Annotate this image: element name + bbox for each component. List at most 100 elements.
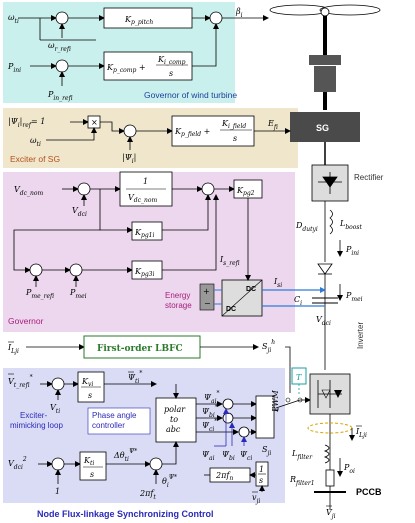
svg-text:Vdc_nom: Vdc_nom <box>14 185 43 197</box>
svg-text:|Ψi|ref= 1: |Ψi|ref= 1 <box>8 117 45 129</box>
svg-text:Ci: Ci <box>294 295 302 307</box>
svg-text:Poi: Poi <box>343 463 355 475</box>
svg-text:Is_refi: Is_refi <box>219 255 240 267</box>
svg-text:Kp_field +: Kp_field + <box>174 127 210 138</box>
svg-text:Vdci2: Vdci2 <box>8 456 27 471</box>
svg-text:PWM: PWM <box>271 389 280 413</box>
svg-text:θiΨ*: θiΨ* <box>162 474 177 489</box>
svg-text:Pini: Pini <box>345 245 359 257</box>
svg-text:Inverter: Inverter <box>356 322 365 349</box>
svg-text:Ψai: Ψai <box>202 450 215 462</box>
svg-text:storage: storage <box>165 301 192 310</box>
kp-field-block <box>171 115 255 147</box>
svg-text:Vti: Vti <box>50 403 60 415</box>
svg-text:mimicking loop: mimicking loop <box>10 421 63 430</box>
kti-block <box>79 451 107 481</box>
svg-text:Ψai*: Ψai* <box>204 390 220 405</box>
svg-text:2πfn: 2πfn <box>215 471 233 482</box>
omega-ti-label: ωti <box>8 13 19 25</box>
svg-text:1: 1 <box>55 487 60 496</box>
svg-text:Rfilter1: Rfilter1 <box>289 475 315 487</box>
svg-text:Pme_refi: Pme_refi <box>25 288 54 300</box>
svg-text:Kvi: Kvi <box>81 377 93 388</box>
exciter-label: Exciter of SG <box>10 154 60 164</box>
svg-text:Vdci: Vdci <box>72 206 87 218</box>
wind-governor-label: Governor of wind turbine <box>144 90 237 100</box>
svg-text:s: s <box>90 470 94 479</box>
nfsc: Vt_refi* Vti Kvi s Ψti* Exciter- mimicki… <box>8 370 280 505</box>
svg-text:Sjih: Sjih <box>262 339 275 354</box>
svg-text:controller: controller <box>92 421 125 430</box>
svg-text:vji: vji <box>252 493 260 505</box>
svg-text:Pmei: Pmei <box>69 288 87 300</box>
svg-text:Lfilter: Lfilter <box>291 449 313 461</box>
svg-text:Kpg3i: Kpg3i <box>134 267 154 278</box>
svg-text:Vdci: Vdci <box>316 315 331 327</box>
svg-text:Kti: Kti <box>83 456 94 467</box>
svg-text:Lboost: Lboost <box>339 219 362 231</box>
svg-text:|Ψi|: |Ψi| <box>122 153 136 165</box>
svg-text:×: × <box>91 118 98 127</box>
svg-text:1: 1 <box>143 177 148 186</box>
svg-text:−: − <box>204 299 211 308</box>
svg-text:DC: DC <box>226 306 236 313</box>
svg-text:to: to <box>170 415 178 424</box>
svg-text:ILji: ILji <box>355 427 367 439</box>
svg-text:Ψci: Ψci <box>240 450 252 462</box>
sg-block <box>290 112 360 142</box>
svg-text:Exciter-: Exciter- <box>20 411 47 420</box>
rectifier: Rectifier Ddutyi Lboost Pini Pmei Ci Vdc… <box>294 142 384 370</box>
svg-text:ΔθtiΨ*: ΔθtiΨ* <box>113 448 137 463</box>
wind-turbine: SG <box>269 4 381 142</box>
svg-text:2πft: 2πft <box>139 489 156 501</box>
svg-text:PCCB: PCCB <box>356 487 382 497</box>
svg-text:Ki_comp: Ki_comp <box>157 55 186 66</box>
svg-text:Vt_refi*: Vt_refi* <box>8 374 33 389</box>
svg-text:Phase angle: Phase angle <box>92 411 137 420</box>
svg-text:Energy: Energy <box>165 291 190 300</box>
svg-text:Sji: Sji <box>262 445 271 457</box>
beta-label: βi <box>235 7 243 19</box>
svg-text:s: s <box>233 134 237 143</box>
svg-text:abc: abc <box>166 425 181 434</box>
svg-text:Ψbi*: Ψbi* <box>202 404 218 419</box>
kp-comp-block <box>103 51 193 81</box>
svg-text:Ψbi: Ψbi <box>222 450 235 462</box>
sum-junction <box>55 11 69 25</box>
svg-text:Kp_comp +: Kp_comp + <box>106 63 146 74</box>
svg-text:ωti: ωti <box>30 136 41 148</box>
nfsc-label: Node Flux-linkage Synchronizing Control <box>37 509 214 519</box>
svg-text:Vji: Vji <box>326 508 336 520</box>
svg-text:polar: polar <box>164 405 186 414</box>
polar-to-abc-block <box>155 397 197 443</box>
omega-r-refi-label: ωr_refi <box>48 41 71 53</box>
svg-text:s: s <box>88 391 92 400</box>
svg-text:SG: SG <box>316 123 329 133</box>
svg-text:ILji: ILji <box>7 343 19 355</box>
sum-junction-pitch <box>209 11 223 25</box>
svg-text:Efi: Efi <box>267 119 278 131</box>
svg-text:T: T <box>296 373 302 382</box>
svg-text:Ki_field: Ki_field <box>221 119 246 130</box>
t-block: T <box>275 367 311 409</box>
svg-text:Ddutyi: Ddutyi <box>295 221 318 233</box>
inverter: ILji Lfilter Rfilter1 Poi PCCB Vji <box>289 373 382 520</box>
pwm-block <box>255 395 275 439</box>
svg-text:+: + <box>203 287 210 296</box>
wind-governor: ωti ωr_refi Kp_pitch βi Pini Pin_refi Kp… <box>7 7 269 102</box>
lbfc: ILji First-order LBFC Sjih <box>7 335 291 393</box>
svg-text:Rectifier: Rectifier <box>354 173 384 182</box>
svg-text:First-order LBFC: First-order LBFC <box>97 344 183 354</box>
svg-text:1: 1 <box>259 465 264 474</box>
governor: Vdc_nom Vdci 1 Vdc_nom Kpg2 Is_refi Kpg1… <box>13 171 326 317</box>
svg-text:Ψci*: Ψci* <box>202 418 217 433</box>
svg-text:Isi: Isi <box>273 277 282 289</box>
svg-text:Pmei: Pmei <box>345 291 363 303</box>
sum-junction-2 <box>55 59 69 73</box>
svg-text:s: s <box>259 476 263 485</box>
svg-text:Kpg1i: Kpg1i <box>134 228 154 239</box>
svg-text:Vdc_nom: Vdc_nom <box>128 193 157 204</box>
exciter: |Ψi|ref= 1 × ωti |Ψi| Kp_field + Ki_fiel… <box>8 115 291 165</box>
svg-text:Kp_pitch: Kp_pitch <box>124 15 153 26</box>
